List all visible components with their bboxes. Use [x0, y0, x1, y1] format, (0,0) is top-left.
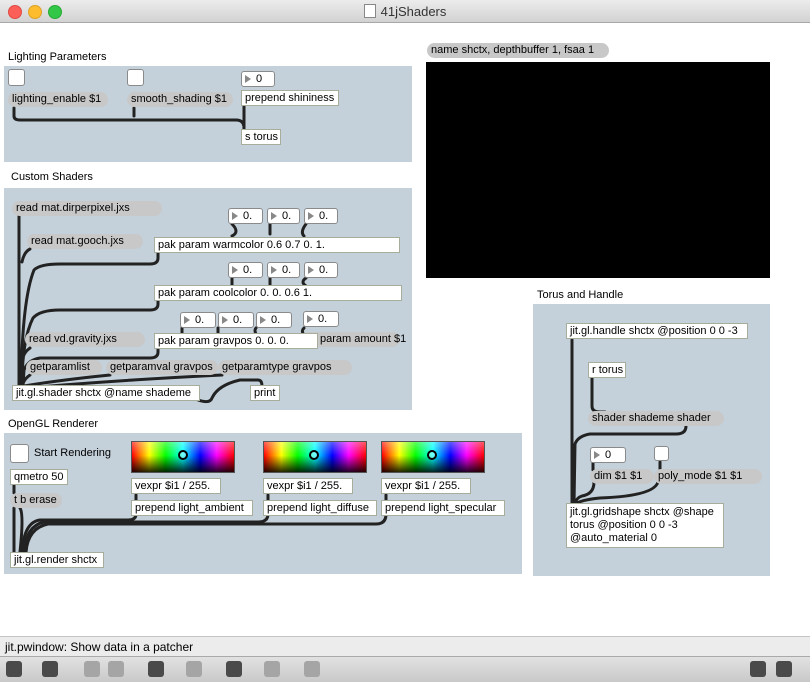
vexpr-ambient-object[interactable]: vexpr $i1 / 255.: [131, 478, 221, 494]
prepend-shininess-object[interactable]: prepend shininess: [241, 90, 339, 106]
renderer-title: OpenGL Renderer: [8, 418, 99, 430]
dim-message[interactable]: dim $1 $1: [590, 469, 654, 484]
r-torus-object[interactable]: r torus: [588, 362, 626, 378]
getparamtype-message[interactable]: getparamtype gravpos: [218, 360, 352, 375]
warm-g-number[interactable]: 0.: [267, 208, 300, 224]
start-rendering-label: Start Rendering: [34, 447, 112, 459]
pak-coolcolor-object[interactable]: pak param coolcolor 0. 0. 0.6 1.: [154, 285, 402, 301]
qmetro-object[interactable]: qmetro 50: [10, 469, 68, 485]
jit-gl-shader-object[interactable]: jit.gl.shader shctx @name shademe: [12, 385, 200, 401]
grid-icon[interactable]: [264, 661, 280, 677]
specular-color-swatch[interactable]: [381, 441, 485, 473]
dim-number[interactable]: 0: [590, 447, 626, 463]
diffuse-color-swatch[interactable]: [263, 441, 367, 473]
send-torus-object[interactable]: s torus: [241, 129, 281, 145]
window-title: 41jShaders: [0, 4, 810, 19]
pak-gravpos-object[interactable]: pak param gravpos 0. 0. 0.: [154, 333, 318, 349]
ambient-color-swatch[interactable]: [131, 441, 235, 473]
ambient-knob[interactable]: [178, 450, 188, 460]
print-object[interactable]: print: [250, 385, 280, 401]
presentation-icon[interactable]: [42, 661, 58, 677]
bottom-toolbar: [0, 656, 810, 682]
minimize-window-button[interactable]: [28, 5, 42, 19]
warm-r-number[interactable]: 0.: [228, 208, 263, 224]
autolayout-icon[interactable]: [304, 661, 320, 677]
smooth-shading-toggle[interactable]: [127, 69, 144, 86]
diffuse-knob[interactable]: [309, 450, 319, 460]
title-bar: 41jShaders: [0, 0, 810, 23]
vexpr-specular-object[interactable]: vexpr $i1 / 255.: [381, 478, 471, 494]
prepend-diffuse-object[interactable]: prepend light_diffuse: [263, 500, 377, 516]
name-shctx-message[interactable]: name shctx, depthbuffer 1, fsaa 1: [427, 43, 609, 58]
patcher-view-icon[interactable]: [750, 661, 766, 677]
lighting-enable-message[interactable]: lighting_enable $1: [8, 92, 108, 107]
debug-icon[interactable]: [148, 661, 164, 677]
jit-gl-gridshape-object[interactable]: jit.gl.gridshape shctx @shape torus @pos…: [566, 503, 724, 548]
amount-number[interactable]: 0.: [303, 311, 339, 327]
cool-r-number[interactable]: 0.: [228, 262, 263, 278]
smooth-shading-message[interactable]: smooth_shading $1: [127, 92, 233, 107]
cool-b-number[interactable]: 0.: [304, 262, 338, 278]
start-rendering-toggle[interactable]: [10, 444, 29, 463]
vexpr-diffuse-object[interactable]: vexpr $i1 / 255.: [263, 478, 353, 494]
param-amount-message[interactable]: param amount $1: [300, 332, 406, 347]
read-dirperpixel-message[interactable]: read mat.dirperpixel.jxs: [12, 201, 162, 216]
document-icon: [363, 4, 376, 18]
read-gravity-message[interactable]: read vd.gravity.jxs: [25, 332, 145, 347]
poly-mode-toggle[interactable]: [654, 446, 669, 461]
zoom-window-button[interactable]: [48, 5, 62, 19]
lighting-panel: [4, 66, 412, 162]
cool-g-number[interactable]: 0.: [267, 262, 300, 278]
custom-shaders-title: Custom Shaders: [11, 171, 93, 183]
lighting-title: Lighting Parameters: [8, 51, 107, 63]
jit-gl-handle-object[interactable]: jit.gl.handle shctx @position 0 0 -3: [566, 323, 748, 339]
torus-title: Torus and Handle: [537, 289, 624, 301]
grav-x-number[interactable]: 0.: [180, 312, 216, 328]
specular-knob[interactable]: [427, 450, 437, 460]
shader-shademe-message[interactable]: shader shademe shader: [588, 411, 724, 426]
pak-warmcolor-object[interactable]: pak param warmcolor 0.6 0.7 0. 1.: [154, 237, 400, 253]
grav-y-number[interactable]: 0.: [218, 312, 254, 328]
prepend-ambient-object[interactable]: prepend light_ambient: [131, 500, 253, 516]
delete-icon[interactable]: [108, 661, 124, 677]
t-b-erase-message[interactable]: t b erase: [10, 493, 62, 508]
grav-z-number[interactable]: 0.: [256, 312, 292, 328]
status-bar: jit.pwindow: Show data in a patcher: [0, 636, 810, 656]
getparamlist-message[interactable]: getparamlist: [26, 360, 102, 375]
object-slider-icon[interactable]: [226, 661, 242, 677]
jit-pwindow-display[interactable]: [426, 62, 770, 278]
inspector-icon[interactable]: [186, 661, 202, 677]
lighting-toggle[interactable]: [8, 69, 25, 86]
presentation-view-icon[interactable]: [776, 661, 792, 677]
jit-gl-render-object[interactable]: jit.gl.render shctx: [10, 552, 104, 568]
warm-b-number[interactable]: 0.: [304, 208, 338, 224]
shininess-number[interactable]: 0: [241, 71, 275, 87]
read-gooch-message[interactable]: read mat.gooch.jxs: [27, 234, 143, 249]
prepend-specular-object[interactable]: prepend light_specular: [381, 500, 505, 516]
poly-mode-message[interactable]: poly_mode $1 $1: [654, 469, 762, 484]
new-object-icon[interactable]: [84, 661, 100, 677]
getparamval-message[interactable]: getparamval gravpos: [106, 360, 218, 375]
close-window-button[interactable]: [8, 5, 22, 19]
lock-icon[interactable]: [6, 661, 22, 677]
